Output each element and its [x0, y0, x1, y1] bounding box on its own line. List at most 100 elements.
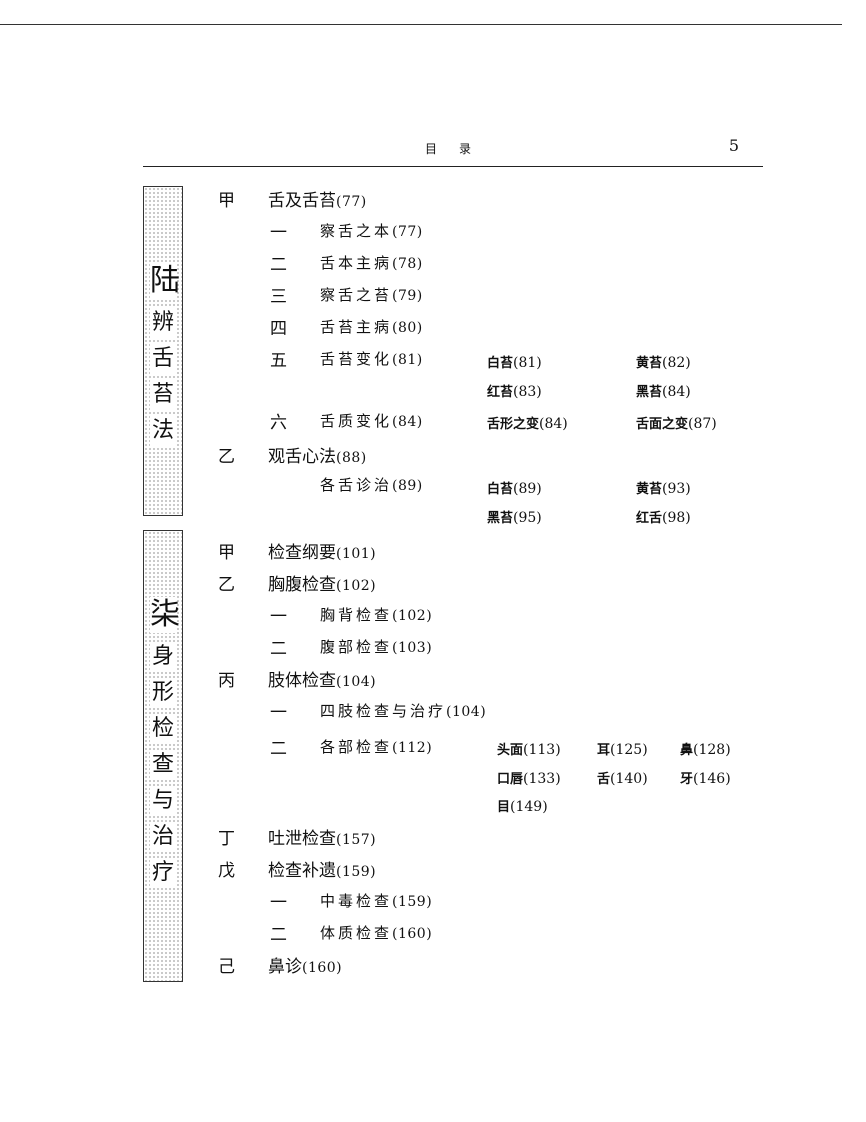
toc-subitem: 黄苔(93) [636, 478, 691, 497]
toc-entry-title: 腹部检查 [320, 638, 393, 656]
toc-subitem-page: (113) [523, 742, 561, 758]
toc-entry-title: 胸背检查 [320, 606, 393, 624]
toc-entry: 检查补遗(159) [268, 856, 376, 881]
toc-marker: 一 [270, 703, 287, 723]
section-7-char: 形 [150, 678, 176, 708]
toc-subitem-page: (82) [662, 355, 691, 371]
toc-entry-page: (84) [392, 414, 423, 430]
toc-subitem: 黑苔(84) [636, 381, 691, 400]
toc-subitem: 黄苔(82) [636, 352, 691, 371]
toc-subitem-page: (128) [693, 742, 731, 758]
toc-entry: 察舌之本(77) [320, 220, 423, 241]
toc-entry: 舌苔变化(81) [320, 348, 423, 369]
toc-entry-title: 体质检查 [320, 924, 393, 942]
toc-marker: 二 [270, 639, 287, 659]
toc-entry-page: (159) [336, 864, 377, 880]
toc-entry-title: 舌及舌苔 [268, 191, 336, 211]
toc-marker: 四 [270, 319, 287, 339]
toc-subitem-page: (93) [662, 481, 691, 497]
toc-entry-title: 舌质变化 [320, 412, 393, 430]
section-6-char: 苔 [150, 380, 176, 410]
toc-marker: 五 [270, 351, 287, 371]
section-7-char: 治 [150, 822, 176, 852]
toc-entry: 舌质变化(84) [320, 410, 423, 431]
toc-subitem: 白苔(81) [487, 352, 542, 371]
toc-subitem-title: 黑苔 [487, 511, 514, 526]
toc-entry-page: (160) [392, 926, 433, 942]
section-7-char: 与 [150, 786, 176, 816]
section-7-char: 检 [150, 714, 176, 744]
section-6-char: 陆 [150, 263, 180, 299]
toc-marker: 三 [270, 287, 287, 307]
toc-subitem: 耳(125) [597, 739, 648, 758]
toc-entry: 肢体检查(104) [268, 666, 376, 691]
toc-subitem-page: (83) [513, 384, 542, 400]
toc-entry-title: 各舌诊治 [320, 476, 393, 494]
toc-marker: 乙 [218, 447, 235, 467]
page-number: 5 [728, 136, 739, 155]
toc-subitem-title: 耳 [597, 743, 611, 758]
toc-subitem: 牙(146) [680, 768, 731, 787]
toc-subitem: 舌形之变(84) [487, 413, 568, 432]
toc-entry-page: (101) [336, 546, 377, 562]
toc-marker: 戊 [218, 861, 235, 881]
toc-marker: 乙 [218, 575, 235, 595]
toc-entry-title: 察舌之本 [320, 222, 393, 240]
toc-subitem: 红舌(98) [636, 507, 691, 526]
toc-subitem-title: 黄苔 [636, 482, 663, 497]
section-6-char: 辨 [150, 308, 176, 338]
toc-entry-page: (157) [336, 832, 377, 848]
toc-entry-title: 观舌心法 [268, 447, 336, 467]
toc-entry: 胸腹检查(102) [268, 570, 376, 595]
page-title: 目录 [425, 142, 494, 156]
toc-entry-title: 四肢检查与治疗 [320, 702, 447, 720]
toc-subitem-title: 舌 [597, 772, 611, 787]
toc-subitem-page: (89) [513, 481, 542, 497]
toc-entry-title: 舌苔变化 [320, 350, 393, 368]
toc-entry-page: (77) [392, 224, 423, 240]
toc-subitem-page: (125) [610, 742, 648, 758]
section-7-char: 疗 [150, 858, 176, 888]
section-6-label-box: 陆 辨 舌 苔 法 [143, 186, 183, 516]
toc-entry-title: 肢体检查 [268, 671, 336, 691]
toc-marker: 己 [218, 957, 235, 977]
section-7-char: 查 [150, 750, 176, 780]
section-6-char: 法 [150, 416, 176, 446]
toc-subitem-page: (95) [513, 510, 542, 526]
toc-entry: 腹部检查(103) [320, 636, 432, 657]
toc-subitem-page: (149) [510, 799, 548, 815]
toc-subitem-title: 头面 [497, 743, 524, 758]
toc-subitem-page: (84) [539, 416, 568, 432]
toc-entry-page: (112) [392, 740, 433, 756]
toc-subitem-page: (81) [513, 355, 542, 371]
toc-entry: 舌本主病(78) [320, 252, 423, 273]
toc-entry-title: 各部检查 [320, 738, 393, 756]
toc-subitem-title: 黄苔 [636, 356, 663, 371]
toc-subitem: 舌面之变(87) [636, 413, 717, 432]
toc-entry: 体质检查(160) [320, 922, 432, 943]
toc-subitem-title: 口唇 [497, 772, 524, 787]
section-6-label: 陆 辨 舌 苔 法 [144, 259, 182, 449]
toc-subitem-page: (140) [610, 771, 648, 787]
toc-entry-title: 察舌之苔 [320, 286, 393, 304]
header-rule [143, 166, 763, 167]
toc-entry-title: 检查纲要 [268, 543, 336, 563]
toc-entry-title: 胸腹检查 [268, 575, 336, 595]
toc-entry: 四肢检查与治疗(104) [320, 700, 486, 721]
toc-entry-title: 中毒检查 [320, 892, 393, 910]
toc-subitem-page: (146) [693, 771, 731, 787]
toc-marker: 一 [270, 223, 287, 243]
toc-subitem-title: 红舌 [636, 511, 663, 526]
toc-entry-page: (103) [392, 640, 433, 656]
toc-subitem-title: 舌面之变 [636, 417, 689, 432]
section-7-label: 柒 身 形 检 查 与 治 疗 [144, 593, 182, 891]
toc-subitem-page: (98) [662, 510, 691, 526]
toc-subitem: 黑苔(95) [487, 507, 542, 526]
toc-subitem-title: 目 [497, 800, 511, 815]
toc-entry-page: (104) [446, 704, 487, 720]
toc-entry-page: (79) [392, 288, 423, 304]
toc-subitem: 头面(113) [497, 739, 561, 758]
toc-subitem: 鼻(128) [680, 739, 731, 758]
toc-marker: 一 [270, 607, 287, 627]
toc-marker: 六 [270, 413, 287, 433]
